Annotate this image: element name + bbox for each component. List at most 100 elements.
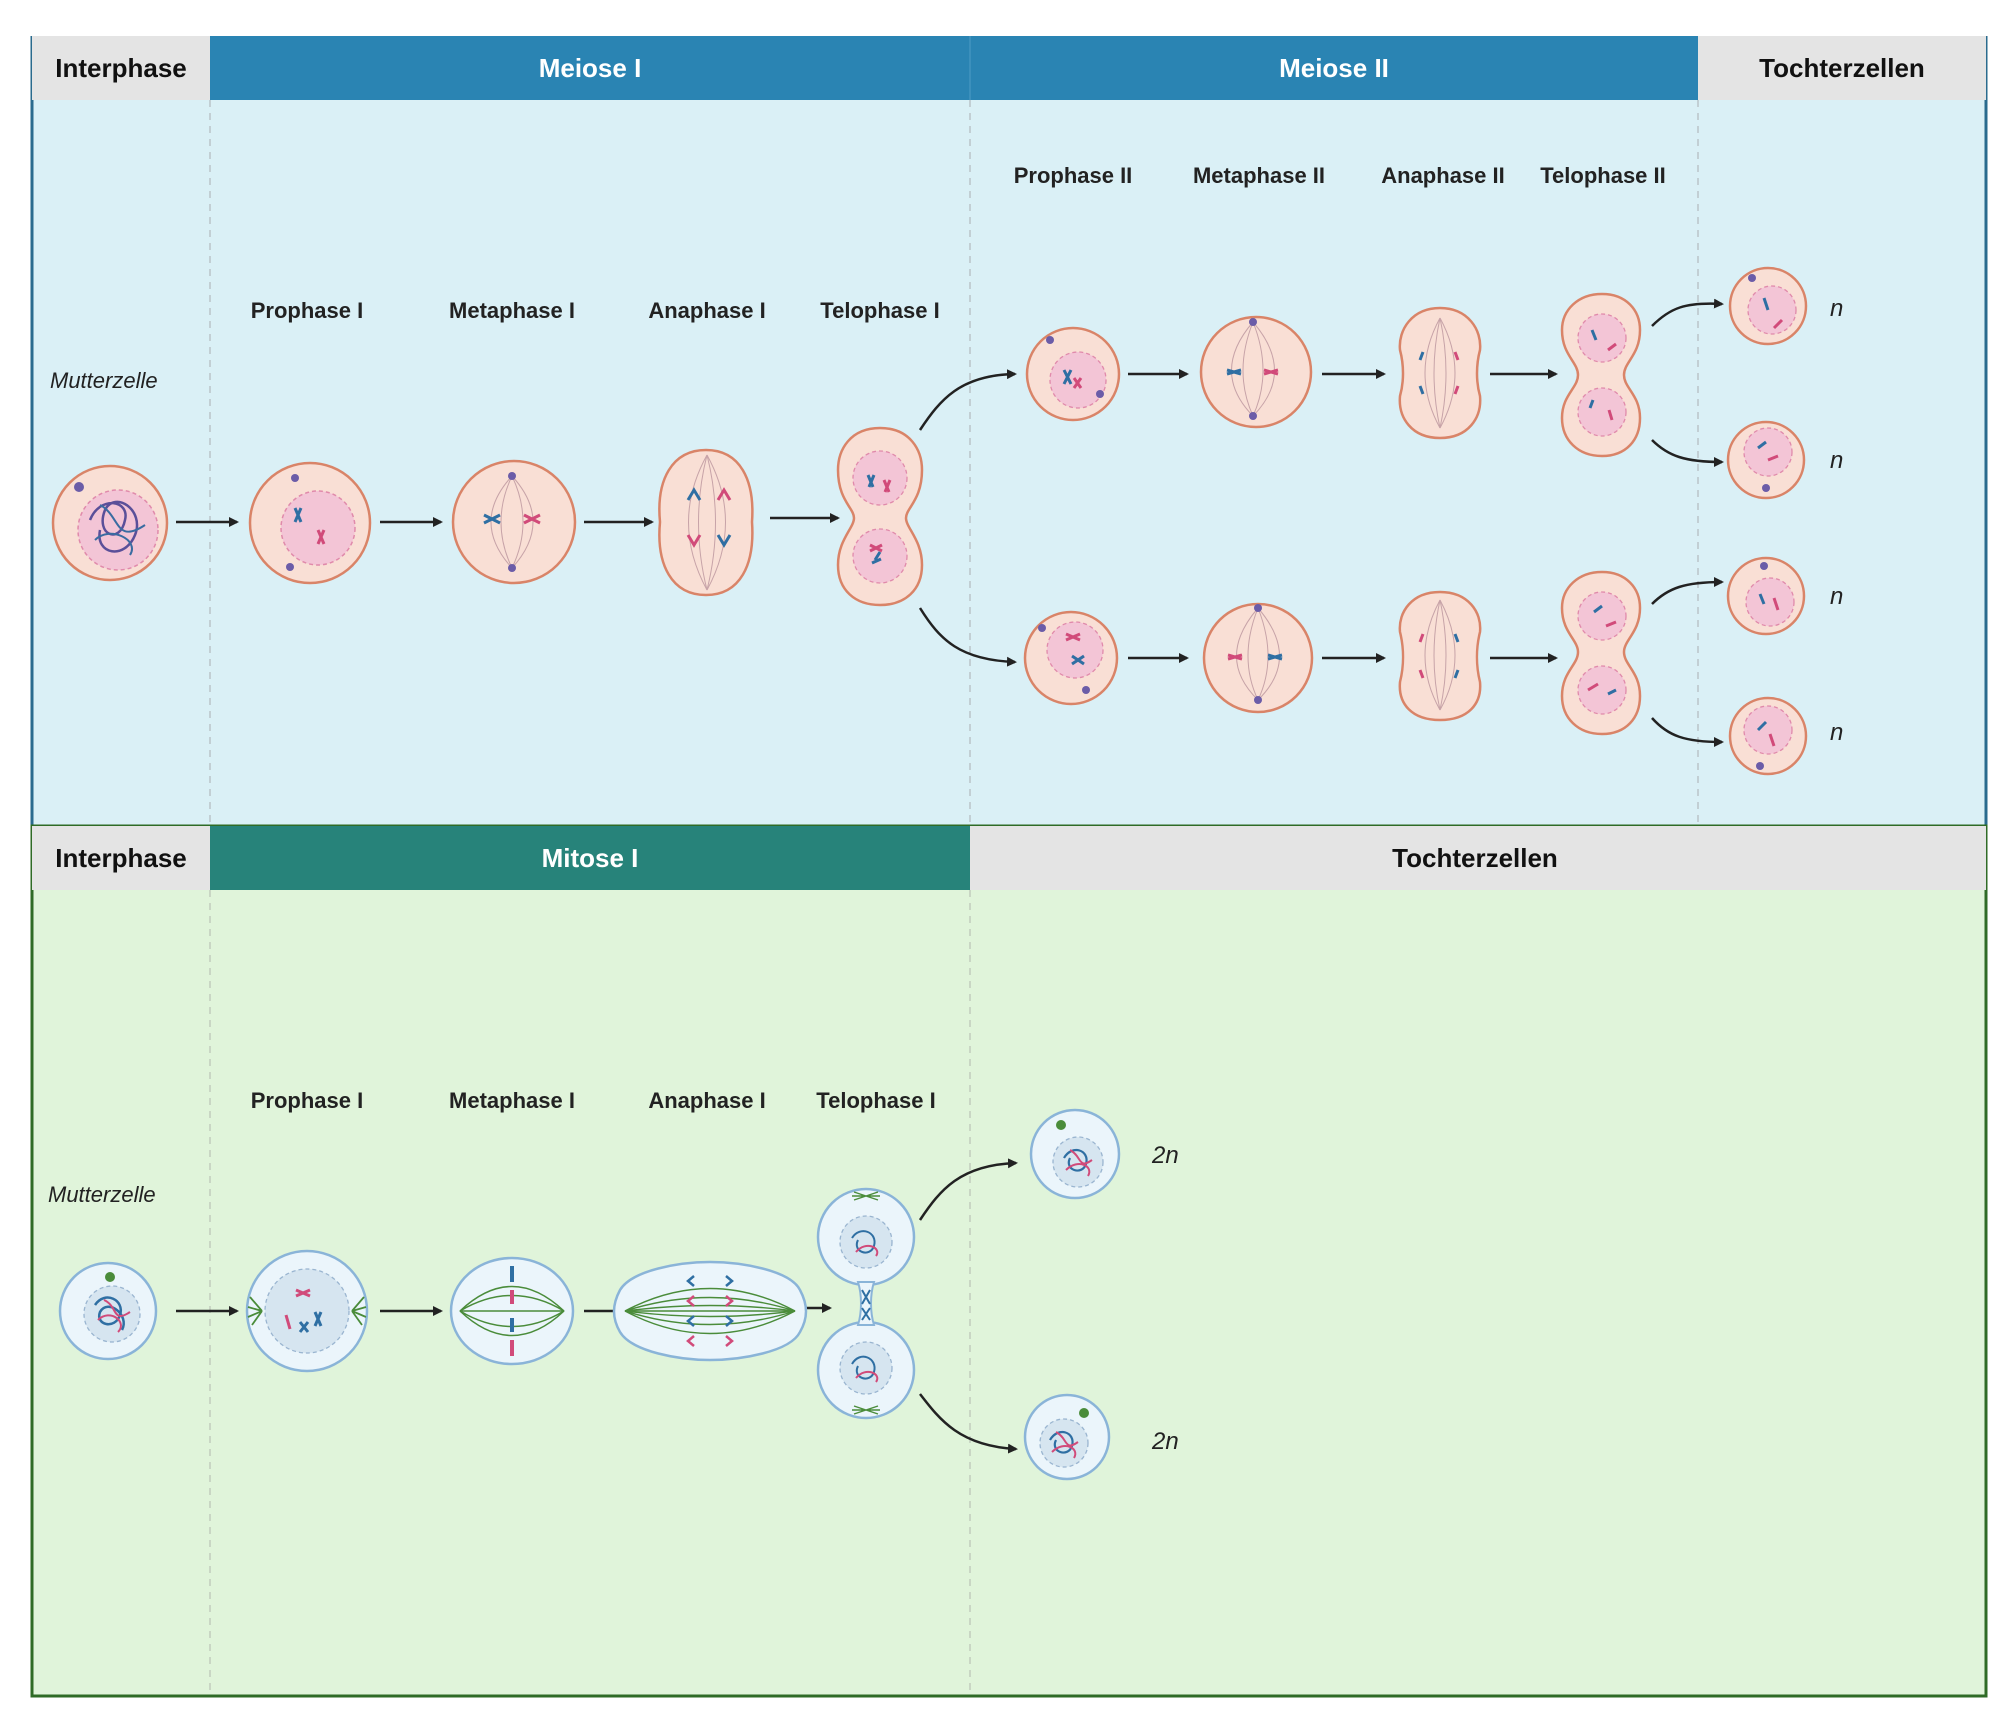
chromosome-icon xyxy=(483,513,501,525)
cell-icon xyxy=(1560,570,1642,736)
chromosome-icon xyxy=(1590,329,1598,341)
spindle-icon xyxy=(1424,599,1456,711)
chromosome-icon xyxy=(1758,593,1766,605)
header-meiose1: Meiose I xyxy=(539,53,642,83)
chromosome-icon xyxy=(284,1314,292,1330)
chromosome-icon xyxy=(316,529,326,545)
chromosome-icon xyxy=(855,1244,879,1257)
cell-icon xyxy=(1728,266,1808,346)
stage-label-anaphase1: Anaphase I xyxy=(648,298,765,323)
spindle-icon xyxy=(852,1191,880,1415)
ploidy-label: n xyxy=(1830,719,1843,746)
chromosome-icon xyxy=(686,1295,734,1307)
chromosome-icon xyxy=(1593,604,1603,614)
header-interphase-bg xyxy=(32,36,210,100)
stage-label-anaphase2: Anaphase II xyxy=(1381,163,1504,188)
meiosis-panel: Interphase Meiose I Meiose II Tochterzel… xyxy=(30,36,1988,826)
chromosome-icon xyxy=(298,1321,310,1333)
chromosome-icon xyxy=(861,1289,871,1321)
cell-icon xyxy=(245,1249,369,1373)
cell-icon xyxy=(1728,696,1808,776)
chromosome-icon xyxy=(1607,688,1617,696)
chromosome-icon xyxy=(1072,377,1083,389)
centrosome-icon xyxy=(1249,318,1257,326)
mother-cell-label: Mutterzelle xyxy=(50,368,158,393)
chromosome-icon xyxy=(871,551,882,565)
cell-icon xyxy=(58,1261,158,1361)
chromosome-icon xyxy=(866,474,876,488)
header-interphase: Interphase xyxy=(55,843,187,873)
arrow-icon xyxy=(1651,577,1724,605)
header-mitose-bg xyxy=(210,826,970,890)
cell-icon xyxy=(816,1187,916,1420)
stage-label-metaphase: Metaphase I xyxy=(449,1088,575,1113)
ploidy-label: 2n xyxy=(1151,1142,1179,1169)
cell-icon xyxy=(451,459,577,585)
ploidy-label: 2n xyxy=(1151,1428,1179,1455)
chromosome-icon xyxy=(1757,440,1767,450)
stage-label-prophase2: Prophase II xyxy=(1014,163,1133,188)
header-mitose: Mitose I xyxy=(542,843,639,873)
chromosome-icon xyxy=(1772,597,1780,611)
spindle-icon xyxy=(490,475,534,569)
ploidy-label: n xyxy=(1830,447,1843,474)
cell-icon xyxy=(1023,1393,1111,1481)
chromosome-icon xyxy=(1756,720,1768,732)
centrosome-icon xyxy=(1760,562,1768,570)
chromosome-icon xyxy=(686,1335,734,1347)
mother-cell-label: Mutterzelle xyxy=(48,1182,156,1207)
chromosome-icon xyxy=(523,513,541,525)
chromosome-icon xyxy=(93,1296,125,1331)
centrosome-icon xyxy=(508,564,516,572)
chromosome-icon xyxy=(1418,633,1425,643)
chromosome-icon xyxy=(716,534,732,548)
chromosome-icon xyxy=(1772,318,1784,330)
stage-label-prophase1: Prophase I xyxy=(251,298,363,323)
centrosome-icon xyxy=(1046,336,1054,344)
chromosome-icon xyxy=(97,1299,131,1333)
spindle-icon xyxy=(624,1287,796,1335)
stage-label-telophase1: Telophase I xyxy=(820,298,939,323)
header-interphase-bg xyxy=(32,826,210,890)
chromosome-icon xyxy=(1587,682,1599,692)
chromosome-icon xyxy=(716,487,732,501)
chromosome-icon xyxy=(1605,620,1617,628)
chromosome-icon xyxy=(1768,733,1776,747)
stage-label-metaphase2: Metaphase II xyxy=(1193,163,1325,188)
arrow-icon xyxy=(919,1393,1018,1454)
chromosome-icon xyxy=(1588,399,1595,409)
cell-icon xyxy=(1398,306,1482,440)
chromosome-icon xyxy=(686,534,702,548)
centrosome-icon xyxy=(1249,412,1257,420)
chromosome-icon xyxy=(1051,1431,1079,1459)
cell-icon xyxy=(1398,590,1482,722)
chromosome-icon xyxy=(1762,297,1770,311)
centrosome-icon xyxy=(74,482,84,492)
chromosome-icon xyxy=(869,543,883,553)
chromosome-icon xyxy=(686,487,702,501)
chromosome-icon xyxy=(1453,669,1460,679)
chromosome-icon xyxy=(1065,1149,1093,1177)
centrosome-icon xyxy=(1056,1120,1066,1130)
header-meiose2-bg xyxy=(970,36,1698,100)
centrosome-icon xyxy=(1762,484,1770,492)
spindle-icon xyxy=(247,1296,367,1326)
chromosome-icon xyxy=(313,1311,323,1327)
arrow-icon xyxy=(1651,298,1724,327)
chromosome-icon xyxy=(1418,351,1425,361)
chromosome-icon xyxy=(293,507,303,523)
mitosis-panel-background xyxy=(32,826,1986,1696)
mitosis-panel: Interphase Mitose I Tochterzellen Mutter… xyxy=(30,824,1988,1698)
cell-icon xyxy=(1560,292,1642,458)
chromosome-icon xyxy=(295,1288,311,1298)
stage-label-prophase: Prophase I xyxy=(251,1088,363,1113)
chromosome-icon xyxy=(686,1315,734,1327)
chromosome-icon xyxy=(1418,385,1425,395)
centrosome-icon xyxy=(1082,686,1090,694)
centrosome-icon xyxy=(1096,390,1104,398)
chromosome-icon xyxy=(1267,653,1283,661)
chromosome-icon xyxy=(1071,654,1085,666)
chromosome-icon xyxy=(855,1370,879,1383)
arrow-icon xyxy=(918,369,1017,431)
